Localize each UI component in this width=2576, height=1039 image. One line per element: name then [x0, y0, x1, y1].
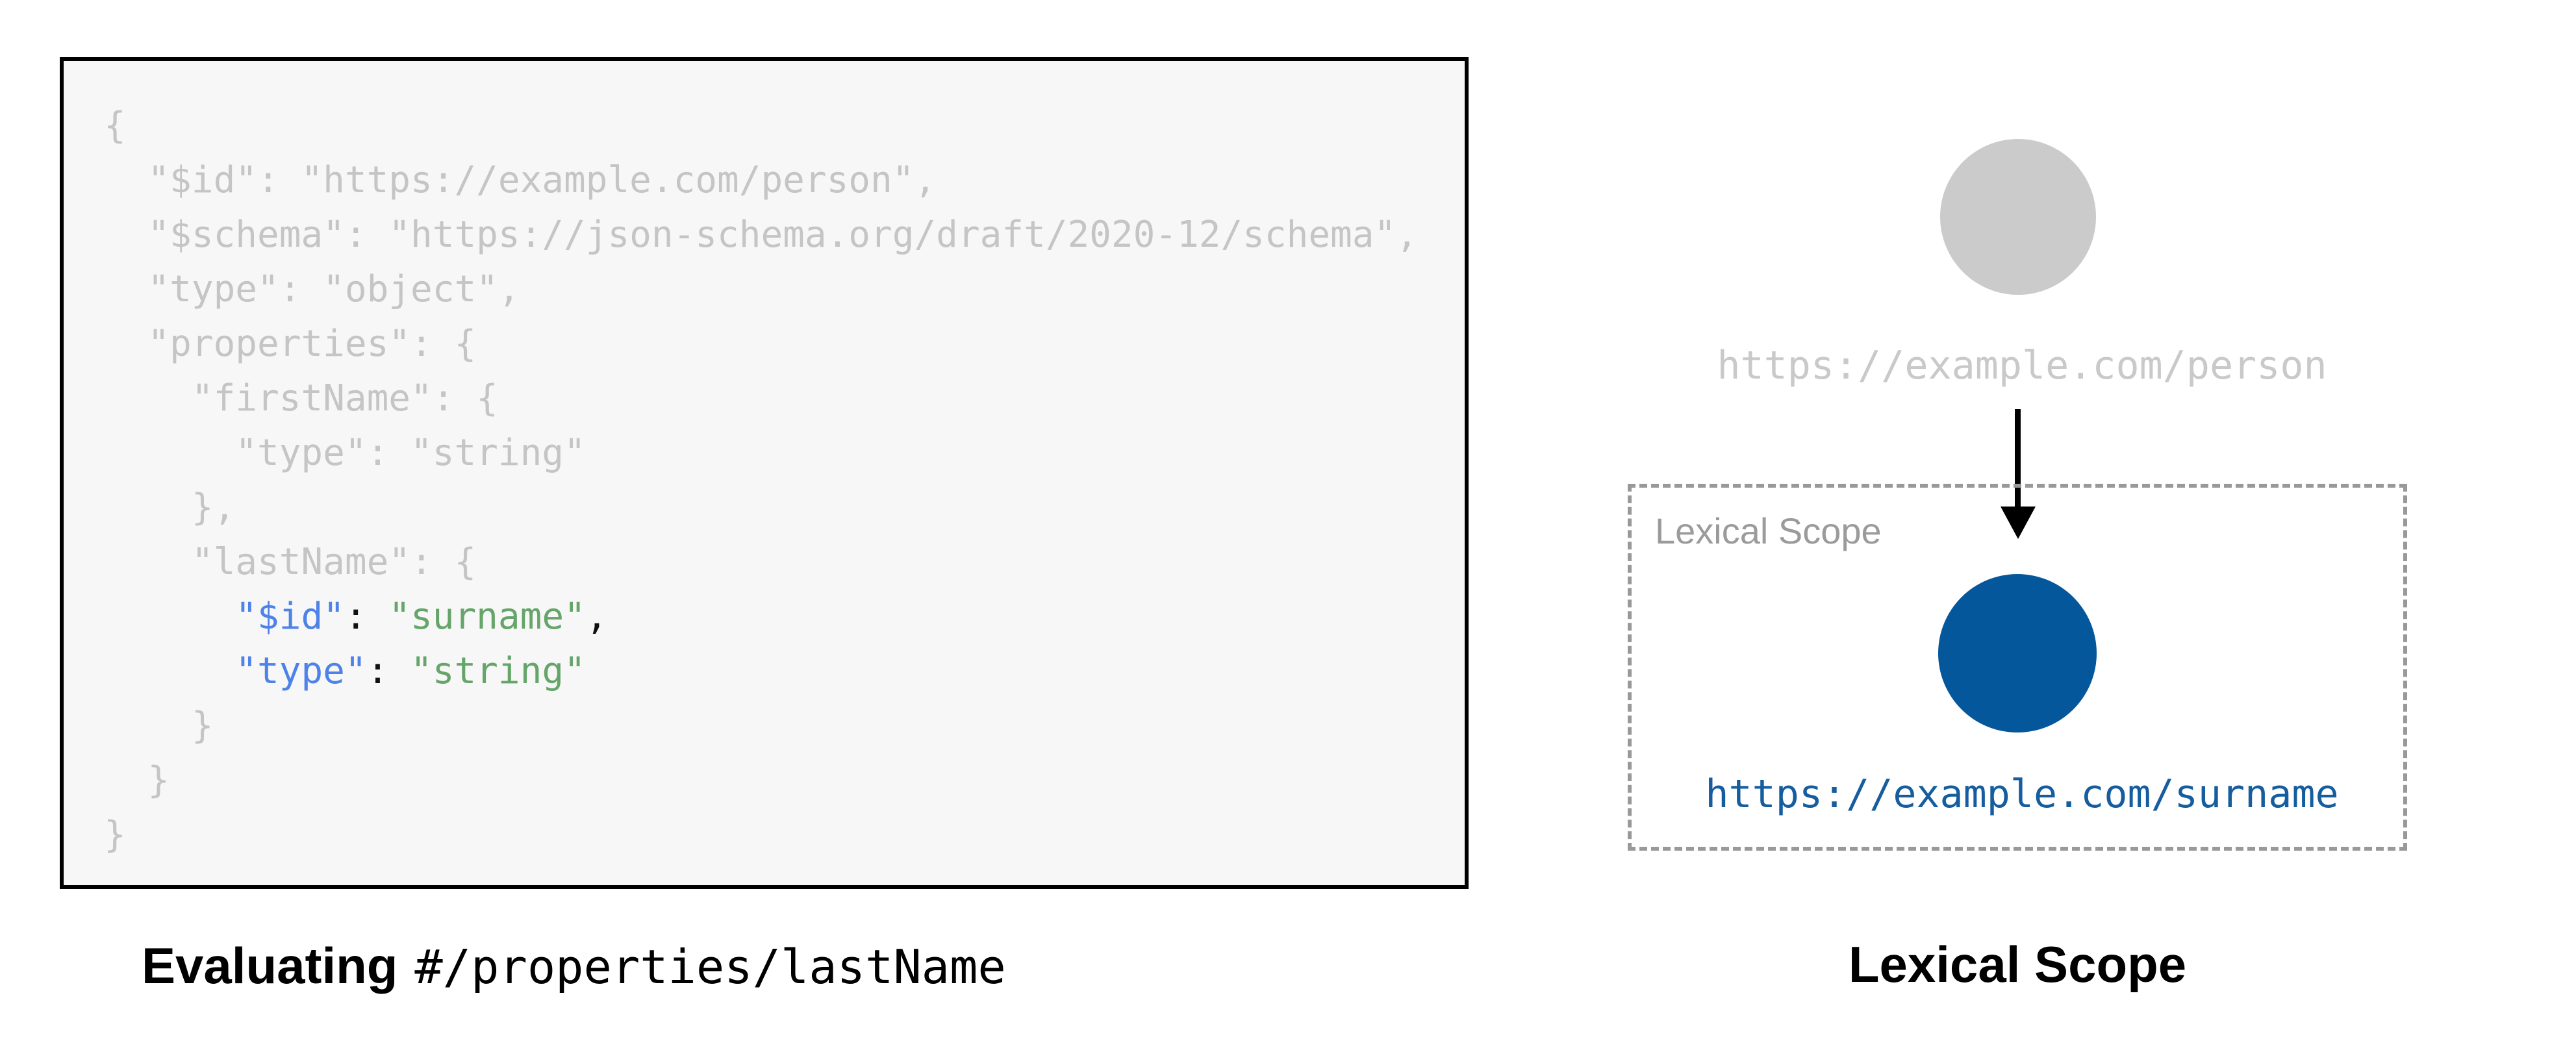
child-schema-circle [1938, 574, 2097, 732]
code-line: } [104, 759, 170, 801]
code-block: { "$id": "https://example.com/person", "… [104, 99, 1452, 862]
child-schema-uri: https://example.com/surname [1705, 771, 2339, 817]
left-caption-pointer: #/properties/lastName [414, 940, 1006, 994]
code-line: "type": "string" [235, 650, 586, 692]
right-caption: Lexical Scope [1848, 936, 2187, 993]
schema-code-box: { "$id": "https://example.com/person", "… [60, 57, 1469, 889]
code-line: "type": "object", [104, 268, 520, 310]
code-line: "properties": { [104, 323, 477, 365]
arrow-down-icon [2001, 507, 2036, 539]
code-line: "type": "string" [104, 432, 586, 474]
lexical-scope-box-label: Lexical Scope [1655, 510, 1882, 551]
code-line: "firstName": { [104, 377, 498, 419]
left-caption: Evaluating #/properties/lastName [142, 936, 1006, 995]
code-line: }, [104, 486, 236, 529]
code-line: "$id": "https://example.com/person", [104, 159, 937, 201]
code-line: "$schema": "https://json-schema.org/draf… [104, 214, 1418, 256]
code-line: "lastName": { [104, 541, 477, 583]
code-line: } [104, 814, 126, 856]
parent-schema-circle [1940, 139, 2096, 295]
code-line: } [104, 705, 214, 747]
arrow-down-shaft [2015, 409, 2021, 510]
code-line: "$id": "surname", [235, 595, 608, 638]
left-caption-evaluating: Evaluating [142, 937, 398, 994]
code-line: { [104, 105, 126, 147]
lexical-scope-box: Lexical Scope [1628, 484, 2407, 851]
parent-schema-uri: https://example.com/person [1717, 343, 2327, 388]
